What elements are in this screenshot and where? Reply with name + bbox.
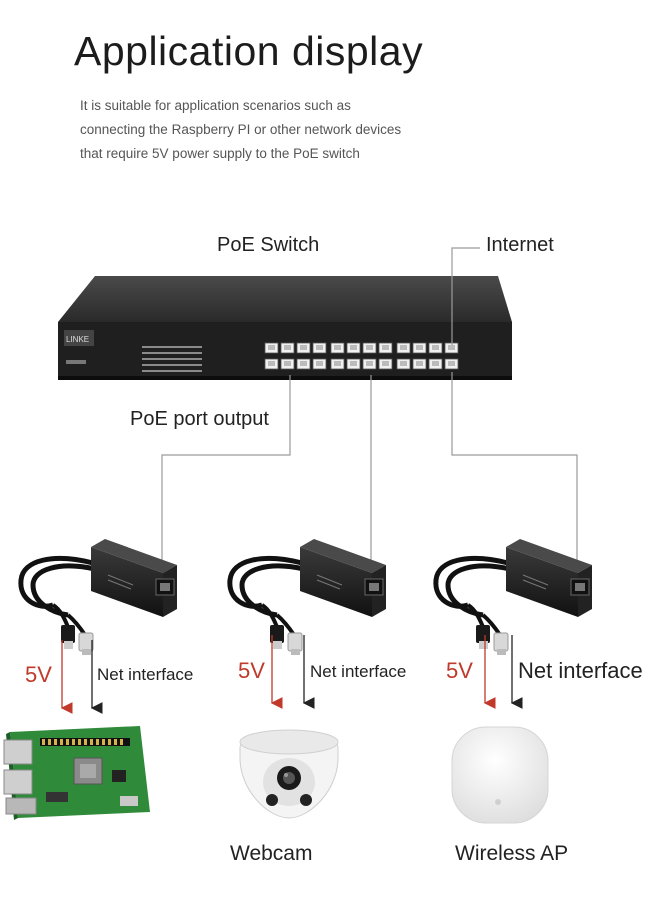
webcam-label: Webcam [230, 842, 313, 865]
wireless-ap-image [451, 726, 549, 824]
voltage-label-left: 5V [25, 662, 52, 687]
wireless-ap-label: Wireless AP [455, 842, 569, 865]
webcam-image [239, 729, 339, 819]
description-line: connecting the Raspberry PI or other net… [80, 122, 402, 137]
net-interface-label-right: Net interface [518, 658, 643, 683]
poe-splitter-middle [230, 539, 386, 655]
description-line: It is suitable for application scenarios… [80, 98, 351, 113]
poe-splitter-left [21, 539, 177, 655]
net-interface-label-middle: Net interface [310, 662, 407, 681]
connector-lines [161, 247, 578, 580]
page-title: Application display [74, 28, 424, 74]
description: It is suitable for application scenarios… [80, 94, 500, 166]
poe-port-output-label: PoE port output [130, 408, 269, 430]
switch-brand-text: LINKE [66, 335, 89, 344]
arrows [60, 635, 523, 714]
description-line: that require 5V power supply to the PoE … [80, 146, 360, 161]
raspberry-pi-image [3, 726, 150, 820]
voltage-label-middle: 5V [238, 658, 265, 683]
internet-label: Internet [486, 234, 554, 256]
voltage-label-right: 5V [446, 658, 473, 683]
poe-switch-image: LINKE [58, 276, 512, 380]
poe-splitter-right [436, 539, 592, 655]
poe-switch-label: PoE Switch [217, 234, 320, 256]
net-interface-label-left: Net interface [97, 665, 194, 684]
